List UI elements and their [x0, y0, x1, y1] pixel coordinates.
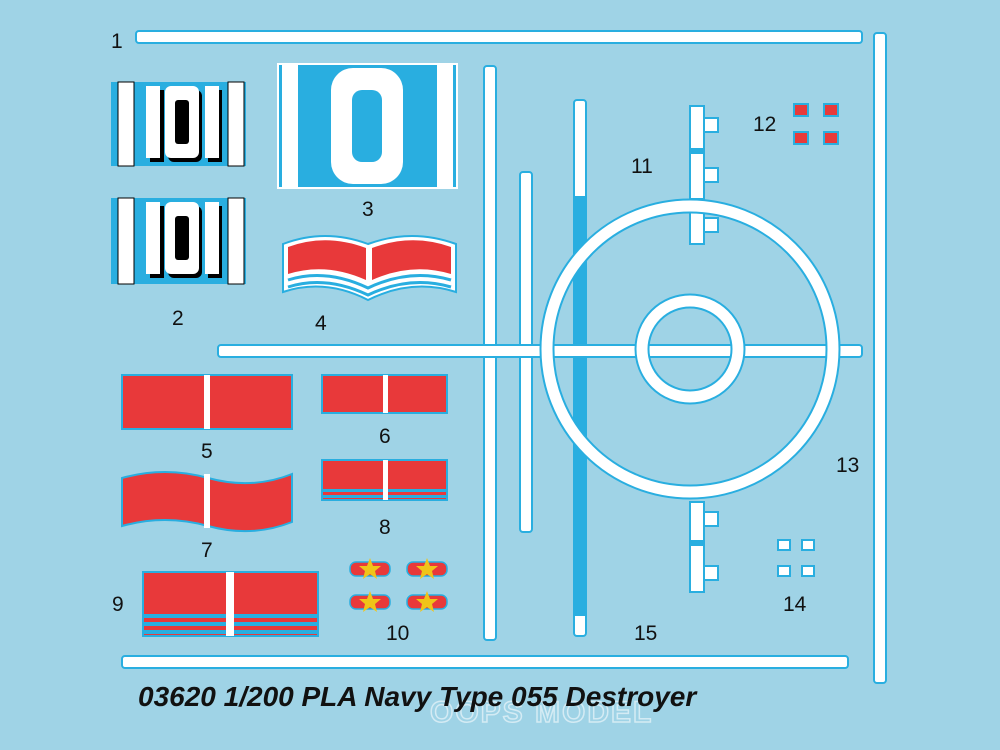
decal-5-red-stripe [121, 374, 293, 430]
decal-3-large-zero [277, 63, 458, 189]
decal-number-10: 10 [386, 622, 409, 645]
decal-4-wave-flag [282, 235, 457, 302]
decal-8-red-blue-stripe [321, 459, 448, 501]
decal-number-4: 4 [315, 312, 327, 335]
star-emblem [406, 558, 448, 579]
sheet-title: 03620 1/200 PLA Navy Type 055 Destroyer [138, 681, 698, 712]
star-emblem [349, 591, 391, 612]
decal-number-14: 14 [783, 593, 807, 616]
watermark-text: OOPS MODEL [430, 696, 653, 729]
decal-number-2: 2 [172, 307, 184, 330]
decal-number-13: 13 [836, 454, 859, 477]
decal-13-right-strip [873, 32, 887, 684]
decal-number-8: 8 [379, 516, 391, 539]
decal-number-15: 15 [634, 622, 657, 645]
decal-number-6: 6 [379, 425, 391, 448]
decal-7-wave-red-flag [121, 471, 293, 533]
decal-number-11: 11 [631, 155, 653, 178]
helideck-circle [539, 198, 841, 500]
decal-15-bottom-strip [121, 655, 849, 669]
decal-number-7: 7 [201, 539, 213, 562]
decal-11-tabbed-strip-lower [689, 501, 719, 593]
decal-number-9: 9 [112, 593, 124, 616]
decal-9-red-blue-panel [142, 571, 319, 637]
decal-number-1: 1 [111, 30, 123, 53]
decal-14-white-squares [777, 539, 815, 577]
decal-number-5: 5 [201, 440, 213, 463]
decal-number-3: 3 [362, 198, 374, 221]
decal-10-star-emblems [349, 558, 448, 612]
star-emblem [349, 558, 391, 579]
decal-11-tabbed-strip-upper [689, 105, 719, 245]
decal-2-hull-number-bottom [111, 197, 246, 285]
decal-2-hull-number-top [111, 81, 246, 167]
decal-number-12: 12 [753, 113, 776, 136]
decal-1-top-strip [135, 30, 863, 44]
star-emblem [406, 591, 448, 612]
decal-6-red-stripe [321, 374, 448, 414]
decal-12-red-squares [793, 103, 839, 145]
